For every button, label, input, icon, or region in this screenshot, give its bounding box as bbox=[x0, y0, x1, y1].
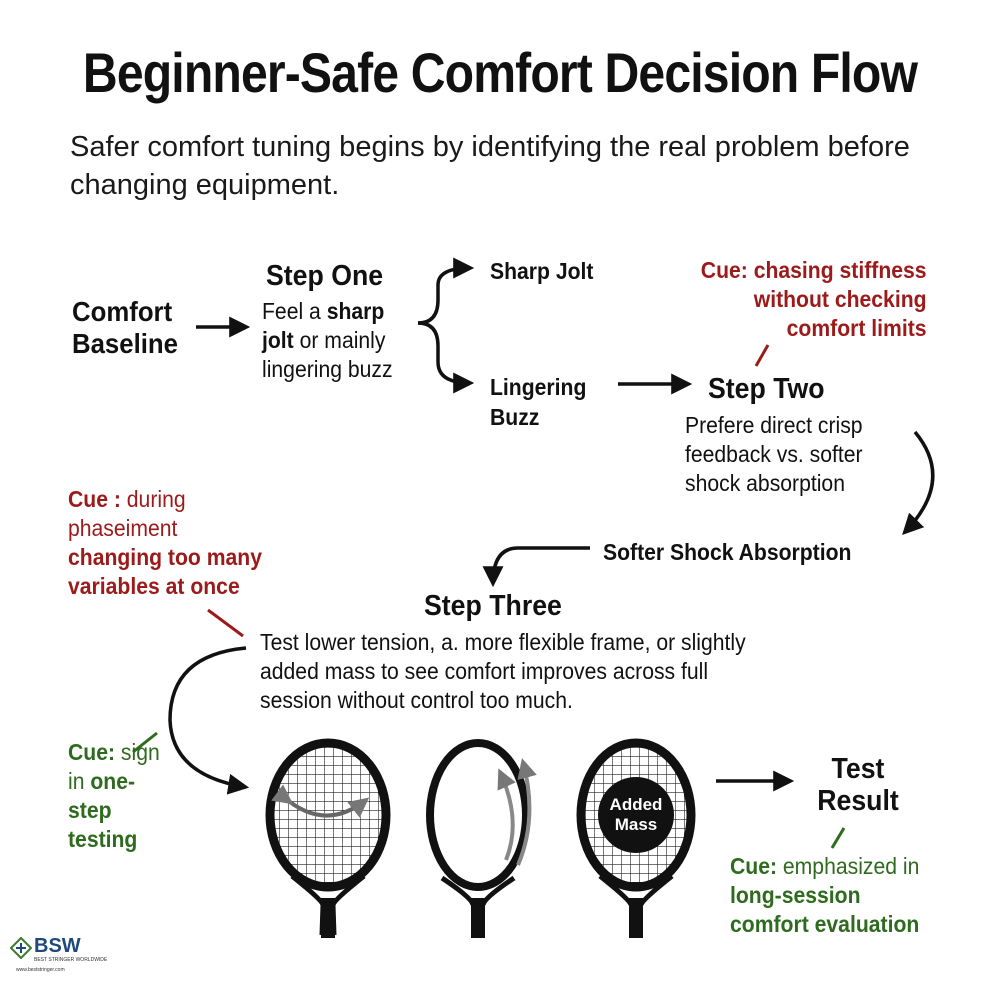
logo-url: www.beststringer.com bbox=[16, 967, 65, 973]
cue-chasing-stiffness: Cue: chasing stiffness without checking … bbox=[700, 257, 927, 341]
added-mass-label: Added Mass bbox=[609, 795, 663, 834]
brand-logo: BSW BEST STRINGER WORLDWIDE www.beststri… bbox=[10, 935, 107, 990]
node-softer-shock-absorption: Softer Shock Absorption bbox=[603, 539, 852, 565]
arrow-step-two-curve bbox=[902, 430, 935, 536]
node-comfort-baseline: Comfort Baseline bbox=[72, 296, 178, 359]
cue1-pointer bbox=[754, 344, 770, 367]
node-test-result: Test Result bbox=[817, 753, 899, 817]
arrow-softer-to-step-three bbox=[482, 546, 590, 588]
cue4-pointer bbox=[830, 827, 846, 849]
logo-brand: BSW bbox=[34, 935, 81, 957]
page-subtitle: Safer comfort tuning begins by identifyi… bbox=[70, 131, 910, 201]
page-title: Beginner-Safe Comfort Decision Flow bbox=[82, 41, 918, 104]
arrow-step-three-curve bbox=[168, 646, 250, 795]
logo-tagline: BEST STRINGER WORLDWIDE bbox=[34, 957, 108, 963]
branch-brace-lower bbox=[417, 321, 475, 394]
racket-flex-icon bbox=[426, 739, 537, 938]
step-two-text: Prefere direct crisp feedback vs. softer… bbox=[685, 412, 863, 496]
racket-crosshatch-icon bbox=[265, 738, 391, 938]
cue-one-step-testing: Cue: sign in one-step testing bbox=[68, 739, 160, 852]
step-three-title: Step Three bbox=[424, 590, 562, 622]
branch-lingering-buzz: Lingering Buzz bbox=[490, 374, 587, 430]
cue-changing-variables: Cue : during phaseiment changing too man… bbox=[68, 486, 262, 599]
cue2-pointer bbox=[207, 608, 244, 638]
racket-added-mass-icon bbox=[576, 738, 696, 938]
branch-brace bbox=[417, 257, 475, 325]
step-one-title: Step One bbox=[266, 260, 384, 292]
step-two-title: Step Two bbox=[708, 373, 825, 405]
step-three-text: Test lower tension, a. more flexible fra… bbox=[260, 629, 746, 713]
branch-sharp-jolt: Sharp Jolt bbox=[490, 258, 594, 284]
cue-long-session: Cue: emphasized in long-session comfort … bbox=[730, 853, 920, 937]
step-one-text: Feel a sharp jolt or mainly lingering bu… bbox=[262, 298, 393, 382]
logo-mark-icon bbox=[10, 937, 32, 959]
cue3-pointer bbox=[132, 731, 158, 754]
